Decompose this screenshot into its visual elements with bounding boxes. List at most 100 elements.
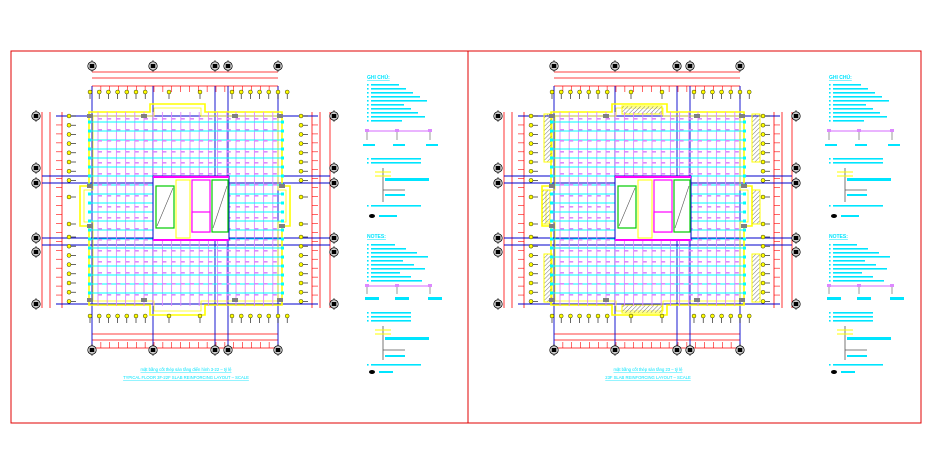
bar-end-marker <box>743 192 746 196</box>
top-bar-tick <box>642 140 647 142</box>
top-bar-tick <box>725 129 730 131</box>
top-bar-tick <box>569 272 574 274</box>
top-bar-tick <box>263 140 268 142</box>
bar-end-marker <box>743 219 746 223</box>
section-marker <box>528 280 538 286</box>
section-marker-dot <box>248 313 253 319</box>
top-bar-tick <box>624 140 629 142</box>
top-bar-tick <box>116 239 121 241</box>
top-bar-tick <box>217 272 222 274</box>
top-bar-tick <box>624 272 629 274</box>
bar-end-marker <box>281 273 284 277</box>
lift-diagonal <box>212 185 228 229</box>
top-bar-tick <box>162 272 167 274</box>
top-bar-tick <box>98 261 102 263</box>
section-marker-dot <box>66 253 72 258</box>
top-bar-tick <box>107 140 112 142</box>
rebar-detail-end <box>827 284 831 287</box>
top-bar-tick <box>199 162 204 164</box>
top-bar-tick <box>254 250 259 252</box>
section-marker <box>66 178 76 183</box>
top-bar-tick <box>670 272 675 274</box>
bar-end-marker <box>550 219 553 223</box>
bar-end-marker <box>281 219 284 223</box>
top-bar-tick <box>162 261 167 263</box>
grid-bubble <box>791 298 801 310</box>
top-bar-tick <box>698 217 702 219</box>
section-marker-dot <box>549 89 555 95</box>
top-bar-tick <box>606 217 610 219</box>
top-bar-tick <box>670 140 675 142</box>
top-bar-tick <box>560 283 564 285</box>
top-bar-tick <box>263 250 268 252</box>
bar-end-marker <box>550 192 553 196</box>
grid-bubble <box>273 60 283 72</box>
top-bar-tick <box>134 173 139 175</box>
top-bar-tick <box>217 173 222 175</box>
note-line <box>833 88 868 90</box>
section-marker-dot <box>628 313 634 319</box>
top-bar-tick <box>670 162 675 164</box>
grid-bubble-fill <box>89 347 95 353</box>
section-marker-dot <box>528 194 534 200</box>
top-bar-tick <box>606 118 610 120</box>
grid-bubble-fill <box>33 113 39 119</box>
note-line <box>833 100 889 102</box>
rebar-detail-end <box>428 129 432 132</box>
top-bar-tick <box>263 151 268 153</box>
top-bar-tick <box>578 283 583 285</box>
top-bar-tick <box>587 239 592 241</box>
section-marker <box>701 313 706 323</box>
rebar-detail-end <box>428 284 432 287</box>
grid-bubble-fill <box>33 235 39 241</box>
section-marker-dot <box>238 313 244 319</box>
top-bar-tick <box>171 151 176 153</box>
section-marker <box>760 299 770 304</box>
top-bar-tick <box>144 294 148 296</box>
note-line <box>371 252 417 254</box>
section-marker-dot <box>549 313 555 319</box>
top-bar-tick <box>606 129 610 131</box>
top-bar-tick <box>578 140 583 142</box>
section-marker <box>760 271 770 276</box>
top-bar-tick <box>679 173 684 175</box>
note-line <box>833 96 882 98</box>
bar-end-marker <box>281 282 284 286</box>
top-bar-tick <box>98 140 102 142</box>
note-bullet <box>829 264 831 266</box>
top-bar-tick <box>162 129 167 131</box>
bar-end-marker <box>88 273 91 277</box>
top-bar-tick <box>116 294 121 296</box>
column <box>87 224 93 228</box>
top-bar-tick <box>688 294 693 296</box>
section-marker <box>275 89 281 99</box>
top-bar-tick <box>208 118 213 120</box>
rebar-detail-end <box>827 129 831 132</box>
grid-bubble <box>685 60 695 72</box>
grid-bubble <box>148 344 158 356</box>
top-bar-tick <box>125 118 130 120</box>
top-bar-tick <box>236 261 240 263</box>
slab-edge-outer <box>79 103 291 316</box>
top-bar-tick <box>615 173 620 175</box>
top-bar-tick <box>606 250 610 252</box>
top-bar-tick <box>144 173 148 175</box>
columns <box>549 114 747 302</box>
top-bar-tick <box>698 140 702 142</box>
top-bar-tick <box>125 283 130 285</box>
section-marker <box>166 89 172 99</box>
bar-end-marker <box>88 255 91 259</box>
dimension-lines <box>503 71 793 349</box>
top-bar-tick <box>171 118 176 120</box>
section-marker <box>298 290 308 295</box>
top-bar-tick <box>606 294 610 296</box>
column <box>277 298 283 302</box>
section-marker-dot <box>133 89 139 95</box>
top-bar-tick <box>725 261 730 263</box>
section-marker <box>87 89 93 99</box>
section-marker <box>166 313 172 323</box>
top-bar-tick <box>624 151 629 153</box>
top-bar-tick <box>272 129 277 131</box>
section-marker-dot <box>298 299 304 304</box>
